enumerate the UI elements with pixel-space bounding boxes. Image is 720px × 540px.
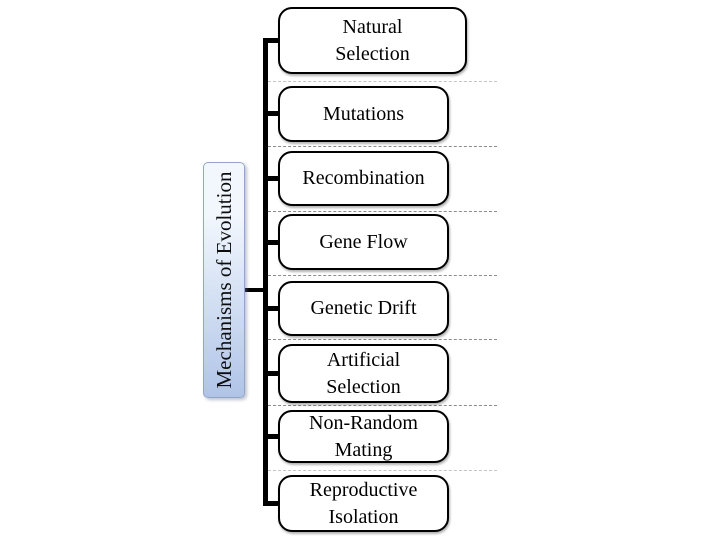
tree-trunk-line [263, 38, 268, 506]
node-mutations: Mutations [278, 86, 449, 142]
branch-connector [266, 501, 278, 506]
row-divider-dashed [268, 81, 497, 82]
row-divider-dashed [268, 405, 497, 406]
row-divider-dashed [268, 470, 497, 471]
branch-connector [266, 111, 278, 116]
root-connector-line [245, 288, 265, 292]
row-divider-dashed [268, 339, 497, 340]
node-artificial-selection: Artificial Selection [278, 344, 449, 403]
node-recombination: Recombination [278, 151, 449, 206]
diagram-root-label: Mechanisms of Evolution [203, 162, 245, 398]
node-natural-selection: Natural Selection [278, 7, 467, 74]
node-genetic-drift: Genetic Drift [278, 281, 449, 336]
branch-connector [266, 371, 278, 376]
branch-connector [266, 240, 278, 245]
branch-connector [266, 176, 278, 181]
branch-connector [266, 38, 278, 43]
node-gene-flow: Gene Flow [278, 214, 449, 270]
row-divider-dashed [268, 275, 497, 276]
node-non-random-mating: Non-Random Mating [278, 410, 449, 463]
branch-connector [266, 306, 278, 311]
row-divider-dashed [268, 146, 497, 147]
branch-connector [266, 434, 278, 439]
node-reproductive-isolation: Reproductive Isolation [278, 475, 449, 532]
row-divider-dashed [268, 211, 497, 212]
